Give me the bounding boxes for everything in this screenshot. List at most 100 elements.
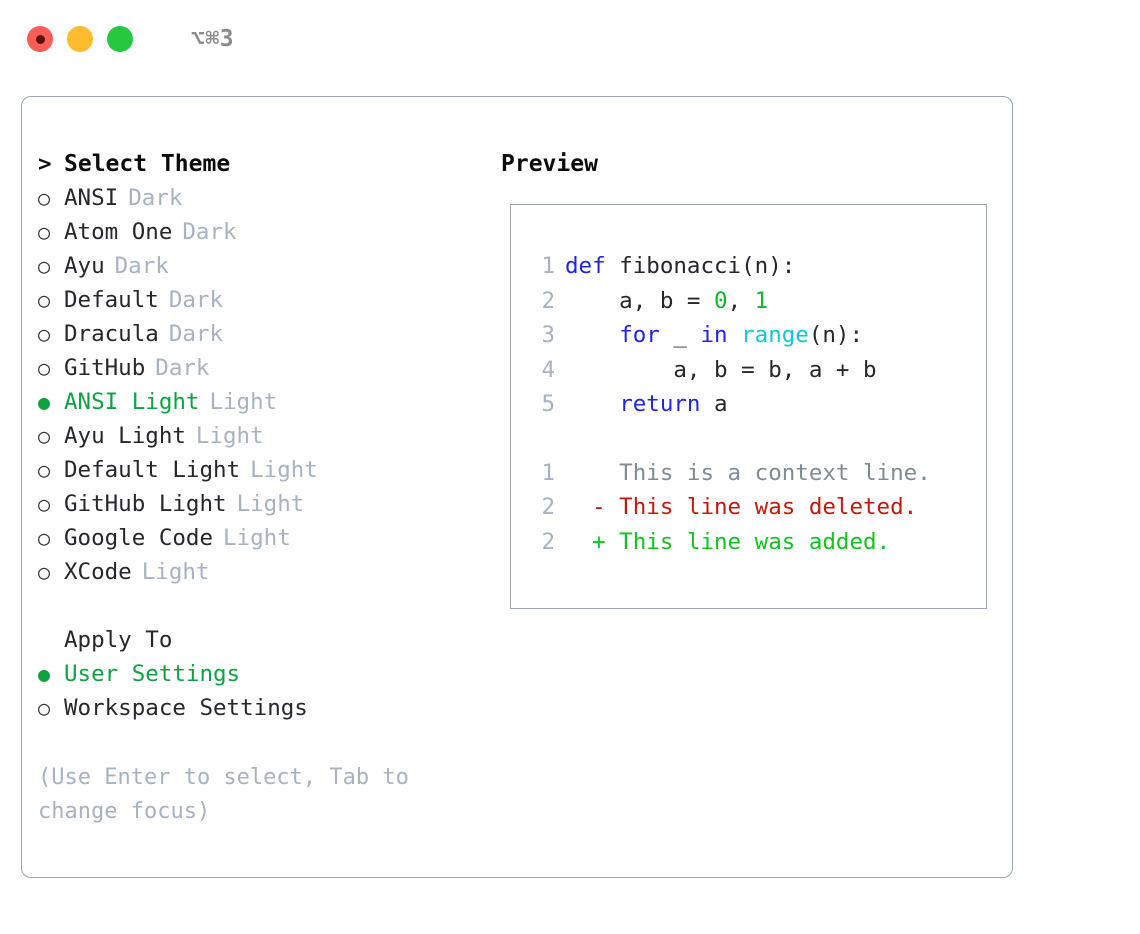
theme-item-default-light[interactable]: ○ Default Light Light (38, 453, 492, 487)
theme-item-label: Atom One (64, 219, 173, 245)
radio-empty-icon[interactable]: ○ (38, 288, 51, 312)
code-line-number: 2 (541, 287, 555, 314)
code-token-kw: def (565, 253, 606, 279)
code-token-fn: range (741, 322, 809, 348)
code-line-text: return a (565, 387, 727, 422)
code-token-id (728, 322, 742, 348)
code-token-kw: for (619, 322, 660, 348)
window-titlebar: ⌥⌘3 (0, 0, 1140, 78)
theme-item-label: ANSI Light (64, 389, 200, 415)
code-token-kw: return (619, 391, 701, 417)
theme-item-xcode[interactable]: ○ XCode Light (38, 555, 492, 589)
theme-item-github-light[interactable]: ○ GitHub Light Light (38, 487, 492, 521)
shortcut-label: ⌥⌘3 (191, 26, 235, 52)
code-token-kw: in (700, 322, 728, 348)
theme-item-label: Ayu Light (64, 423, 186, 449)
code-line-text: a, b = b, a + b (565, 353, 876, 388)
select-theme-header: > Select Theme (38, 147, 492, 181)
theme-item-label: XCode (64, 559, 132, 585)
code-line: 5 return a (527, 387, 986, 422)
radio-empty-icon[interactable]: ○ (38, 458, 51, 482)
code-token-id: a, b = (565, 287, 715, 314)
radio-selected-icon[interactable]: ● (38, 662, 51, 686)
theme-item-label: Default Light (64, 457, 241, 483)
theme-item-tag: Dark (168, 287, 224, 313)
diff-line-text: + This line was added. (565, 528, 891, 555)
code-line: 1 def fibonacci(n): (527, 249, 986, 284)
diff-line-number: 2 (541, 494, 555, 520)
code-token-num: 1 (754, 287, 769, 314)
apply-to-item-label: Workspace Settings (64, 695, 308, 721)
close-icon (35, 34, 45, 44)
preview-spacer (527, 422, 986, 456)
code-token-id: , (727, 287, 755, 314)
radio-empty-icon[interactable]: ○ (38, 492, 51, 516)
code-token-id: _ (659, 322, 701, 348)
caret-icon: > (38, 151, 52, 177)
code-token-id (565, 391, 619, 417)
code-token-id (565, 322, 619, 348)
diff-line: 2 + This line was added. (527, 525, 986, 560)
theme-item-tag: Light (250, 457, 318, 483)
code-line-number: 4 (541, 356, 555, 383)
apply-to-list: ● User Settings ○ Workspace Settings (38, 657, 492, 725)
code-token-id: fibonacci(n): (605, 253, 796, 279)
theme-item-tag: Light (223, 525, 291, 551)
preview-title: Preview (501, 151, 598, 177)
radio-empty-icon[interactable]: ○ (38, 254, 51, 278)
diff-line-text: This is a context line. (565, 459, 931, 486)
apply-to-item-workspace-settings[interactable]: ○ Workspace Settings (38, 691, 492, 725)
theme-item-tag: Dark (155, 355, 210, 381)
theme-item-dracula[interactable]: ○ Dracula Dark (38, 317, 492, 351)
diff-line: 2 - This line was deleted. (527, 490, 986, 525)
theme-item-label: Google Code (64, 525, 214, 551)
code-line-number: 1 (541, 253, 555, 279)
code-line-number: 5 (541, 391, 555, 417)
theme-item-label: GitHub Light (64, 491, 227, 517)
theme-item-tag: Dark (114, 253, 169, 279)
apply-to-item-user-settings[interactable]: ● User Settings (38, 657, 492, 691)
code-token-num: 0 (714, 287, 728, 314)
radio-empty-icon[interactable]: ○ (38, 356, 51, 380)
code-line-text: def fibonacci(n): (565, 249, 795, 284)
diff-line-number: 2 (541, 528, 555, 555)
theme-item-tag: Light (236, 491, 305, 517)
radio-empty-icon[interactable]: ○ (38, 424, 51, 448)
maximize-button[interactable] (107, 26, 133, 52)
theme-item-label: Ayu (64, 253, 105, 279)
theme-item-label: Dracula (64, 321, 159, 347)
code-line: 2 a, b = 0, 1 (527, 284, 986, 319)
theme-item-tag: Light (141, 559, 210, 585)
minimize-button[interactable] (67, 26, 93, 52)
theme-item-tag: Dark (128, 185, 183, 211)
diff-line-text: - This line was deleted. (565, 494, 918, 520)
theme-item-google-code[interactable]: ○ Google Code Light (38, 521, 492, 555)
theme-item-label: ANSI (64, 185, 119, 211)
theme-item-ayu[interactable]: ○ Ayu Dark (38, 249, 492, 283)
code-line-text: a, b = 0, 1 (565, 284, 768, 319)
radio-empty-icon[interactable]: ○ (38, 526, 51, 550)
code-token-id: (n): (808, 322, 864, 348)
theme-item-ansi[interactable]: ○ ANSI Dark (38, 181, 492, 215)
radio-empty-icon[interactable]: ○ (38, 186, 51, 210)
close-button[interactable] (27, 26, 53, 52)
radio-empty-icon[interactable]: ○ (38, 220, 51, 244)
radio-empty-icon[interactable]: ○ (38, 322, 51, 346)
radio-empty-icon[interactable]: ○ (38, 560, 51, 584)
radio-empty-icon[interactable]: ○ (38, 696, 51, 720)
theme-item-tag: Dark (168, 321, 224, 347)
code-line: 4 a, b = b, a + b (527, 353, 986, 388)
apply-to-header: Apply To (38, 623, 492, 657)
radio-selected-icon[interactable]: ● (38, 390, 51, 414)
apply-to-item-label: User Settings (64, 661, 241, 687)
